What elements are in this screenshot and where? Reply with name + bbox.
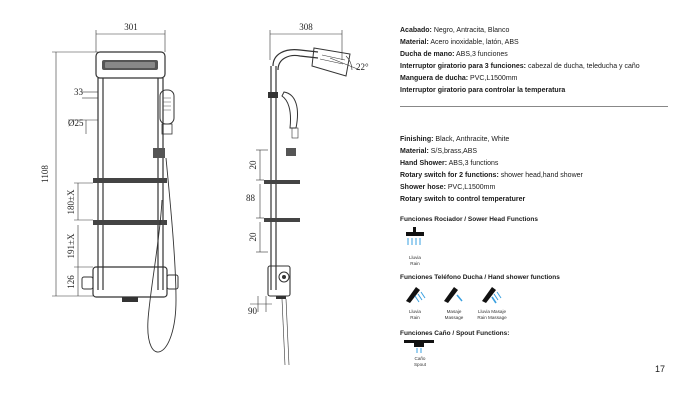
dim-base-height: 126 <box>66 275 76 289</box>
hand-shower-massage-icon <box>444 287 463 303</box>
spec-row: Material: S/S,brass,ABS <box>400 148 478 155</box>
dim-width-front: 301 <box>124 22 138 32</box>
spec-row: Interruptor giratorio para controlar la … <box>400 87 566 94</box>
rain-shower-head-icon <box>406 227 424 245</box>
shower-column-drawing: 301 308 22° 33 Ø25 1108 180±X 191±X 126 … <box>40 22 369 366</box>
hand-shower-functions-title: Funciones Teléfono Ducha / Hand shower f… <box>400 274 560 281</box>
dim-gap-top: 180±X <box>66 189 76 214</box>
technical-drawing: 301 308 22° 33 Ø25 1108 180±X 191±X 126 … <box>40 22 369 366</box>
spec-row: Manguera de ducha: PVC,L1500mm <box>400 75 518 82</box>
spec-row: Interruptor giratorio para 3 funciones: … <box>400 63 640 70</box>
spec-row: Material: Acero inoxidable, latón, ABS <box>400 39 519 46</box>
spout-functions-title: Funciones Caño / Spout Functions: <box>400 330 510 337</box>
dim-height-total: 1108 <box>40 165 50 183</box>
shower-head-functions-title: Funciones Rociador / Sower Head Function… <box>400 216 538 223</box>
spec-row: Hand Shower: ABS,3 functions <box>400 160 499 167</box>
dim-handset-offset: 33 <box>74 87 84 97</box>
page-number: 17 <box>655 364 666 374</box>
dim-side-base: 90 <box>248 306 258 316</box>
hand-shower-rain-icon <box>406 287 426 303</box>
dim-side-low: 20 <box>248 232 258 242</box>
spec-list-en: Finishing: Black, Anthracite, White Mate… <box>400 134 583 206</box>
dim-pipe-diameter: Ø25 <box>68 118 84 128</box>
spec-list-es: Acabado: Negro, Antracita, Blanco Materi… <box>400 25 640 97</box>
dim-side-mid: 88 <box>246 193 256 203</box>
spec-row: Rotary switch for 2 functions: shower he… <box>400 172 583 179</box>
dim-side-top: 20 <box>248 160 258 170</box>
spec-row: Ducha de mano: ABS,3 funciones <box>400 51 508 58</box>
spec-row: Shower hose: PVC,L1500mm <box>400 184 496 191</box>
spec-row: Finishing: Black, Anthracite, White <box>400 136 510 143</box>
dim-angle: 22° <box>356 62 369 72</box>
hand-shower-rain-massage-icon <box>482 287 502 304</box>
dim-gap-bottom: 191±X <box>66 233 76 258</box>
spout-icon <box>404 340 434 353</box>
spec-row: Rotary switch to control temperaturer <box>400 196 526 203</box>
dim-width-side: 308 <box>299 22 313 32</box>
spec-row: Acabado: Negro, Antracita, Blanco <box>400 27 510 34</box>
section-divider <box>400 106 668 107</box>
